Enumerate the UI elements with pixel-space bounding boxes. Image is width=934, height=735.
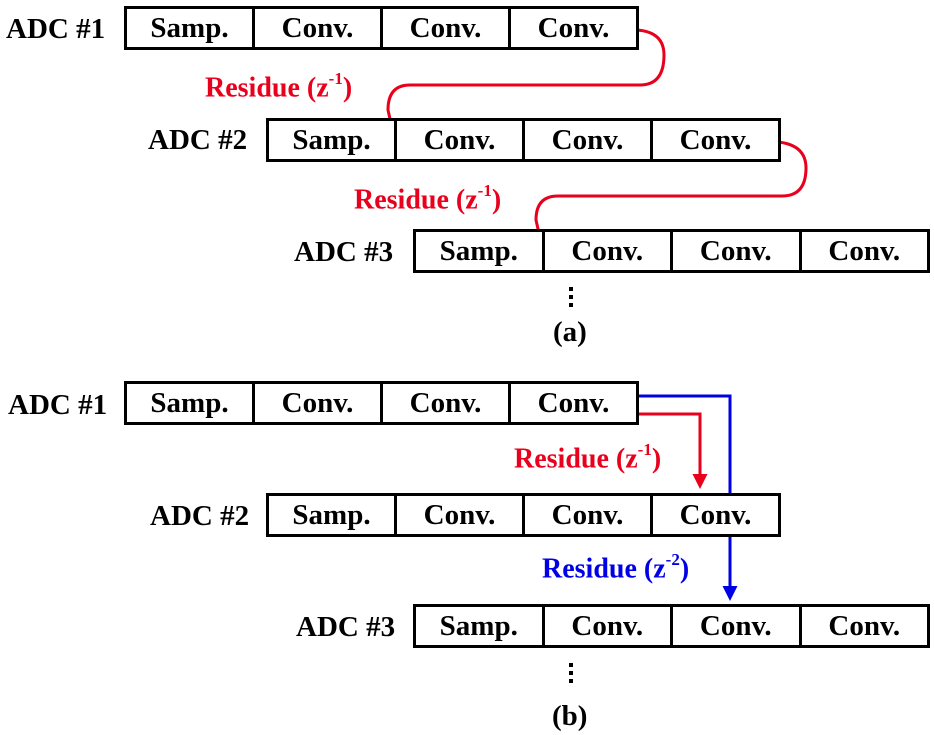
caption-a: (a) [553,316,587,348]
adc-label-a3: ADC #3 [294,236,394,268]
slot-conv: Conv. [380,384,508,422]
adc-row-a1: Samp. Conv. Conv. Conv. [124,6,639,50]
slot-conv: Conv. [650,121,778,159]
slot-samp: Samp. [150,386,229,419]
slot-conv: Conv. [394,496,522,534]
slot-conv: Conv. [650,496,778,534]
slot-samp: Samp. [150,11,229,44]
residue-label-a1: Residue (z-1) [205,69,353,104]
adc-label-a2: ADC #2 [148,124,248,156]
slot-conv: Conv. [798,607,928,645]
slot-conv: Conv. [508,9,636,47]
adc-row-a2: Samp. Conv. Conv. Conv. [266,118,781,162]
slot-conv: Conv. [252,384,380,422]
continuation-dots-b [569,663,573,687]
slot-conv: Conv. [522,121,650,159]
adc-row-b2: Samp. Conv. Conv. Conv. [266,493,781,537]
slot-conv: Conv. [541,607,671,645]
residue-arrow-b1 [638,412,708,489]
residue-label-b2: Residue (z-2) [542,550,690,585]
slot-conv: Conv. [522,496,650,534]
slot-conv: Conv. [252,9,380,47]
adc-label-b2: ADC #2 [150,500,250,532]
slot-conv: Conv. [394,121,522,159]
adc-row-b1: Samp. Conv. Conv. Conv. [124,381,639,425]
slot-conv: Conv. [798,232,928,270]
adc-label-a1: ADC #1 [6,13,106,45]
caption-b: (b) [552,700,588,732]
adc-row-b3: Samp. Conv. Conv. Conv. [413,604,930,648]
slot-samp: Samp. [439,234,518,267]
slot-conv: Conv. [380,9,508,47]
slot-conv: Conv. [670,232,799,270]
adc-row-a3: Samp. Conv. Conv. Conv. [413,229,930,273]
slot-samp: Samp. [292,123,371,156]
continuation-dots-a [569,287,573,311]
residue-label-b1: Residue (z-1) [514,440,662,475]
adc-label-b3: ADC #3 [296,611,396,643]
slot-conv: Conv. [541,232,671,270]
slot-conv: Conv. [508,384,636,422]
slot-samp: Samp. [292,498,371,531]
adc-label-b1: ADC #1 [8,389,108,421]
slot-samp: Samp. [439,609,518,642]
slot-conv: Conv. [670,607,799,645]
residue-label-a2: Residue (z-1) [354,181,502,216]
